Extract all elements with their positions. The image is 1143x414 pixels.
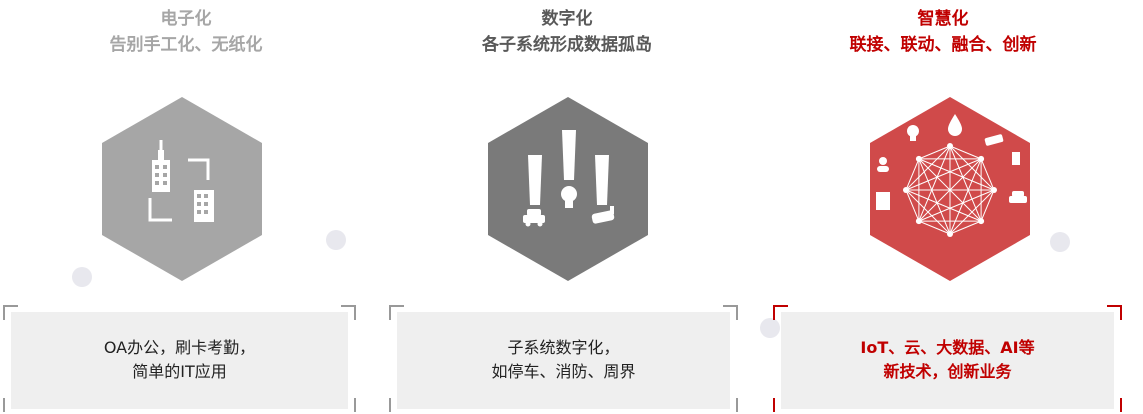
building-icon (876, 192, 890, 210)
decor-dot (760, 318, 780, 338)
decor-dot (1050, 232, 1070, 252)
mesh-node (991, 187, 997, 193)
mesh-node (978, 155, 985, 162)
car-icon (1009, 191, 1027, 203)
mesh-link (980, 189, 995, 222)
stage1-description-box: OA办公，刷卡考勤， 简单的IT应用 (11, 312, 348, 409)
mesh-node (903, 187, 909, 193)
box-brackets (3, 305, 1122, 412)
stage2-description-box: 子系统数字化， 如停车、消防、周界 (397, 312, 730, 409)
mesh-link (980, 158, 995, 191)
camera-icon (984, 134, 1004, 146)
mesh-link (905, 189, 920, 222)
camera-icon (591, 206, 615, 224)
mesh-node (915, 218, 922, 225)
stage3-desc-line1: IoT、云、大数据、AI等 (860, 338, 1035, 357)
mesh-link (918, 220, 951, 235)
car-icon (523, 209, 545, 227)
stage3-description-box: IoT、云、大数据、AI等 新技术，创新业务 (781, 312, 1114, 409)
mesh-link (918, 158, 982, 222)
stage1-hexagon (102, 97, 262, 281)
users-icon (877, 157, 889, 172)
mesh-link (918, 158, 951, 235)
mesh-node (947, 231, 953, 237)
stage2-title: 数字化 (541, 9, 593, 29)
stage2-hexagon (488, 97, 648, 281)
mesh-node (915, 155, 922, 162)
stage3-desc-line2: 新技术，创新业务 (883, 362, 1012, 381)
stage1-subtitle: 告别手工化、无纸化 (109, 35, 263, 55)
stage3-subtitle: 联接、联动、融合、创新 (849, 35, 1037, 55)
mesh-link (905, 189, 951, 235)
stage2-desc-line2: 如停车、消防、周界 (491, 362, 636, 381)
stage2-heading: 数字化 各子系统形成数据孤岛 (417, 6, 717, 58)
stage1-desc-line1: OA办公，刷卡考勤， (103, 338, 256, 357)
decor-dot (326, 230, 346, 250)
mesh-link (918, 145, 951, 160)
gas-pump-icon (1012, 152, 1020, 165)
bulb-icon (561, 186, 577, 208)
bulb-icon (907, 125, 919, 141)
stage2-desc-line1: 子系统数字化， (507, 338, 620, 357)
drop-icon (948, 114, 962, 136)
stage1-desc-line2: 简单的IT应用 (132, 362, 227, 381)
stage2-subtitle: 各子系统形成数据孤岛 (482, 35, 652, 55)
silo-bars-icon (528, 130, 609, 205)
mesh-link (905, 158, 920, 191)
connection-arrows-icon (148, 158, 210, 222)
stage3-heading: 智慧化 联接、联动、融合、创新 (793, 6, 1093, 58)
mesh-link (918, 158, 995, 191)
office-building-icon (194, 190, 214, 222)
mesh-link (949, 220, 982, 235)
decor-dot (72, 267, 92, 287)
stage3-hexagon (870, 97, 1030, 281)
mesh-node (978, 218, 985, 225)
network-mesh (903, 143, 997, 237)
mesh-link (949, 145, 982, 160)
stage1-heading: 电子化 告别手工化、无纸化 (36, 6, 336, 58)
stage3-title: 智慧化 (917, 9, 969, 29)
mesh-node (947, 143, 953, 149)
stage1-title: 电子化 (160, 9, 212, 29)
